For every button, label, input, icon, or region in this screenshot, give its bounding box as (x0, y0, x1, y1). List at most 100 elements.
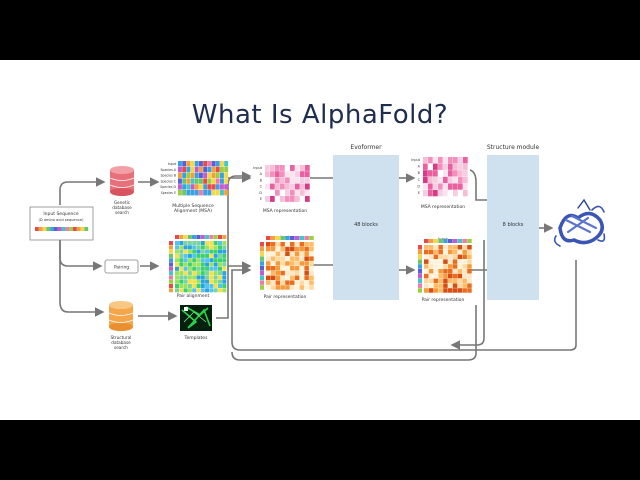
pair-alignment-cell (205, 258, 209, 262)
msa-representation-right-cell (438, 183, 443, 189)
msa-representation-right-cell (448, 177, 453, 183)
pair-alignment-cell (192, 271, 196, 275)
pair-alignment-cell (201, 254, 205, 258)
pair-alignment-cell (192, 288, 196, 292)
msa-representation-right-cell (463, 190, 468, 196)
pair-alignment-cell (197, 245, 201, 249)
pair-representation-right-axis-cell (429, 239, 434, 243)
pair-representation-right-cell (434, 259, 439, 264)
pair-alignment-cell (201, 258, 205, 262)
msa-representation-right-cell (423, 164, 428, 170)
pair-alignment-cell (188, 280, 192, 284)
pair-alignment-cell (214, 245, 218, 249)
pair-representation-left-cell (271, 252, 276, 257)
msa-row-label: Input (168, 162, 177, 166)
pair-representation-left-label: Pair representation (264, 294, 307, 300)
msa-representation-right-cell (453, 190, 458, 196)
pair-alignment-cell (184, 254, 188, 258)
pair-alignment-cell (201, 250, 205, 254)
msa-representation-right-cell (423, 177, 428, 183)
msa-row-label: Species B (161, 174, 176, 178)
msa-cell (182, 178, 186, 183)
pair-alignment-cell (175, 245, 179, 249)
msa-representation-left-labels: InputABCDE (253, 166, 262, 201)
pair-representation-right-cell (448, 250, 453, 255)
pair-alignment-cell (184, 284, 188, 288)
pair-alignment-label: Pair alignment (177, 293, 210, 299)
msa-row-label: Species E (161, 191, 176, 195)
pair-alignment-cell (201, 271, 205, 275)
pair-representation-right-grid (418, 239, 472, 293)
pair-alignment-cell (201, 267, 205, 271)
structure-module-title: Structure module (487, 144, 540, 151)
pair-representation-left-cell (304, 252, 309, 257)
pair-representation-left-cell (271, 242, 276, 247)
pair-representation-right-cell (453, 279, 458, 284)
msa-representation-right-cell (428, 157, 433, 163)
pair-representation-left-cell (280, 266, 285, 271)
structural-database-icon (109, 301, 133, 331)
pair-alignment-cell (188, 267, 192, 271)
pair-representation-right-axis-cell (443, 239, 448, 243)
pair-representation-right-cell (448, 255, 453, 260)
pair-representation-right-cell (458, 250, 463, 255)
pair-representation-left-grid (260, 236, 314, 290)
pair-alignment-cell (192, 284, 196, 288)
pair-alignment-axis-cell (218, 235, 222, 239)
pair-representation-right-cell (429, 288, 434, 293)
msa-cell (207, 167, 211, 172)
msa-representation-right-cell (433, 164, 438, 170)
pair-representation-left-cell (300, 247, 305, 252)
msa-representation-left-cell (275, 171, 280, 177)
msa-cell (195, 167, 199, 172)
pair-representation-right-cell (458, 255, 463, 260)
msa-cell (220, 184, 224, 189)
msa-cell (224, 184, 228, 189)
msa-cell (186, 161, 190, 166)
pair-representation-left-cell (280, 247, 285, 252)
pair-representation-right-cell (462, 259, 467, 264)
input-residue (35, 227, 39, 231)
pair-representation-left-cell (276, 256, 281, 261)
pair-alignment-cell (179, 288, 183, 292)
msa-representation-left-cell (285, 171, 290, 177)
pair-alignment-cell (201, 284, 205, 288)
msa-representation-right-cell (443, 190, 448, 196)
pair-representation-right-cell (429, 250, 434, 255)
genetic-db-label-3: search (115, 210, 129, 215)
pair-alignment-cell (192, 241, 196, 245)
input-residue (39, 227, 43, 231)
pair-alignment-cell (222, 258, 226, 262)
msa-representation-left-cell (305, 165, 310, 171)
pair-alignment-cell (175, 288, 179, 292)
msa-representation-right-cell (458, 157, 463, 163)
input-residue (58, 227, 62, 231)
pair-representation-right-cell (462, 279, 467, 284)
msa-representation-left-cell (295, 171, 300, 177)
msa-representation-left-cell (280, 184, 285, 190)
input-sequence-strip (35, 227, 88, 231)
msa-cell (212, 190, 216, 195)
pair-alignment-axis-cell (188, 235, 192, 239)
pair-representation-right-cell (443, 245, 448, 250)
pair-alignment-cell (184, 250, 188, 254)
input-residue (84, 227, 88, 231)
pair-alignment-cell (188, 263, 192, 267)
pair-alignment-cell (205, 275, 209, 279)
pair-representation-left-cell (276, 280, 281, 285)
msa-representation-right-cell (443, 183, 448, 189)
msa-cell (178, 190, 182, 195)
pair-alignment-cell (214, 241, 218, 245)
msa-representation-left-cell (280, 190, 285, 196)
msa-representation-left-cell (300, 165, 305, 171)
pair-alignment-cell (218, 280, 222, 284)
pair-representation-right-cell (434, 250, 439, 255)
msa-representation-left-cell (305, 196, 310, 202)
pair-alignment-cell (179, 271, 183, 275)
pair-alignment-cell (214, 271, 218, 275)
msa-representation-left-cell (295, 177, 300, 183)
pair-representation-left-cell (309, 252, 314, 257)
msa-cell (207, 184, 211, 189)
msa-representation-left-cell (285, 196, 290, 202)
msa-representation-right-cell (453, 183, 458, 189)
